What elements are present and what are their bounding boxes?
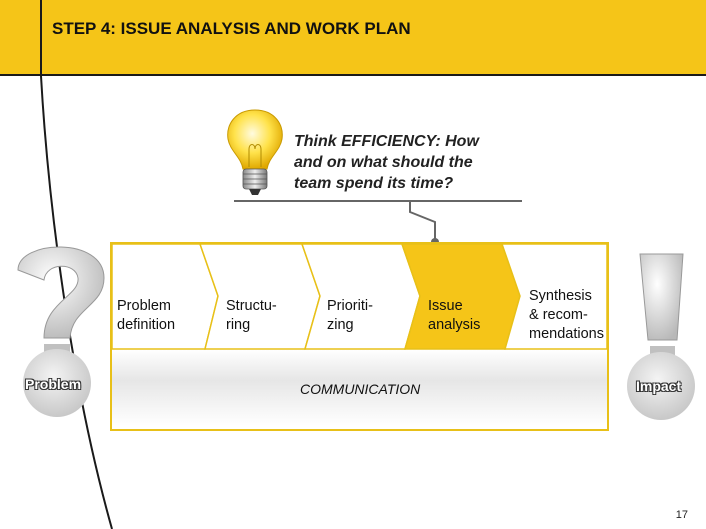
step-label-synthesis: Synthesis& recom-mendations [529,288,604,342]
communication-band [112,350,607,426]
question-mark-icon [17,246,105,356]
problem-badge-circle [23,349,91,417]
communication-label: COMMUNICATION [300,381,421,397]
page-title: STEP 4: ISSUE ANALYSIS AND WORK PLAN [52,19,411,38]
callout-line: Think EFFICIENCY: How [294,133,479,150]
header-vertical-rule [40,0,42,76]
exclamation-mark-icon [639,253,684,358]
callout-line: team spend its time? [294,175,454,192]
impact-badge-label: Impact [636,378,682,394]
problem-badge-label: Problem [25,376,82,392]
step-chevron [500,243,608,350]
header-band [0,0,706,75]
step-label-structuring: Structu-ring [226,298,277,333]
callout-line: and on what should the [294,154,473,171]
efficiency-callout: Think EFFICIENCY: How and on what should… [294,131,524,194]
page-number: 17 [675,509,688,521]
lightbulb-icon [227,109,283,195]
step-label-prioritizing: Prioriti-zing [327,298,373,333]
header-divider [0,74,706,76]
impact-badge-circle [627,352,695,420]
